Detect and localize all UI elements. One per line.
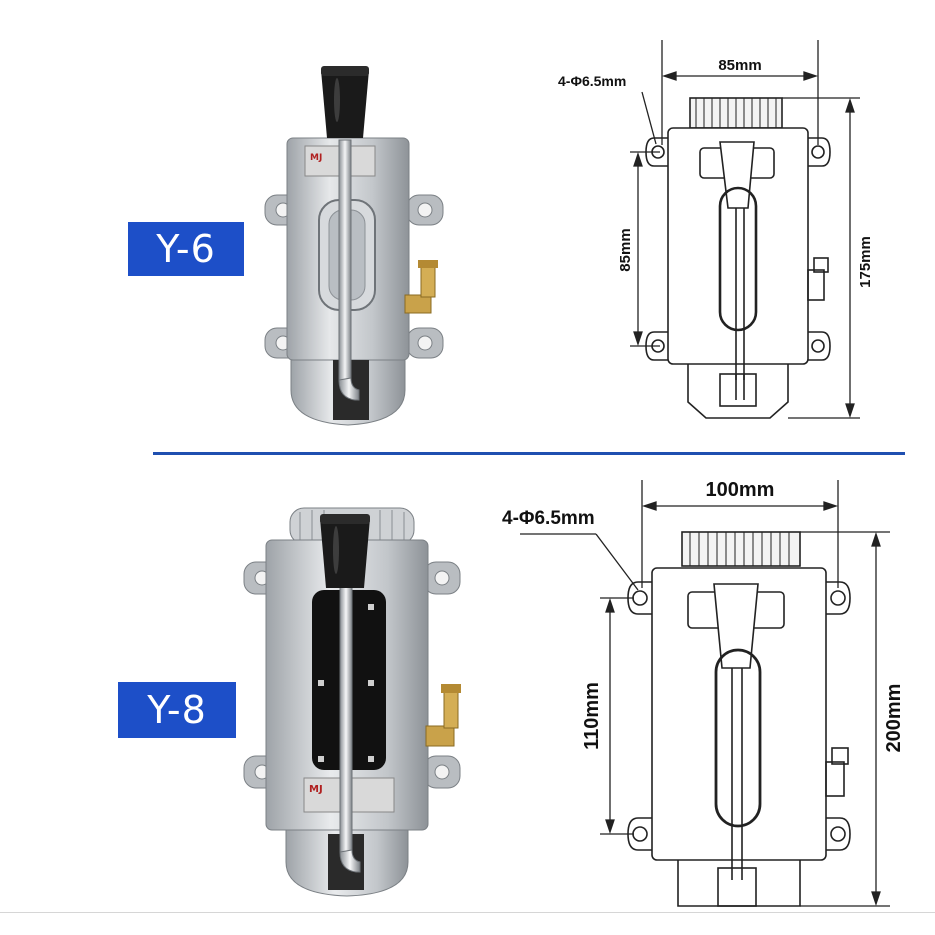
pump-photo-y8: MJ: [243, 507, 461, 897]
dim-hole-spacing-y8: 110mm: [581, 682, 603, 750]
dim-width-y6: 85mm: [718, 57, 761, 74]
dim-height-y8: 200mm: [883, 684, 905, 753]
dim-holes-y6: 4-Φ6.5mm: [558, 73, 626, 89]
svg-text:MJ: MJ: [310, 153, 322, 163]
pump-drawing-y8: [520, 480, 890, 907]
mounting-ear: [243, 561, 461, 789]
model-label-y6: Y-6: [128, 222, 244, 276]
brass-fitting: [425, 684, 461, 747]
model-label-y8: Y-8: [118, 682, 236, 738]
dim-height-y6: 175mm: [857, 236, 874, 288]
pump-photo-y6: MJ: [264, 66, 444, 426]
dim-holes-y8: 4-Φ6.5mm: [502, 508, 595, 529]
dimension-labels-y6: 85mm 4-Φ6.5mm 85mm 175mm: [558, 57, 874, 288]
handle-knob: [320, 518, 370, 588]
handle-knob: [321, 70, 369, 138]
dim-hole-spacing-y6: 85mm: [617, 228, 634, 271]
pump-drawing-y6: [630, 40, 860, 419]
dim-width-y8: 100mm: [706, 479, 775, 501]
section-divider: [153, 452, 905, 455]
bottom-border: [0, 912, 935, 913]
svg-text:MJ: MJ: [309, 784, 323, 795]
brass-fitting: [404, 260, 438, 314]
